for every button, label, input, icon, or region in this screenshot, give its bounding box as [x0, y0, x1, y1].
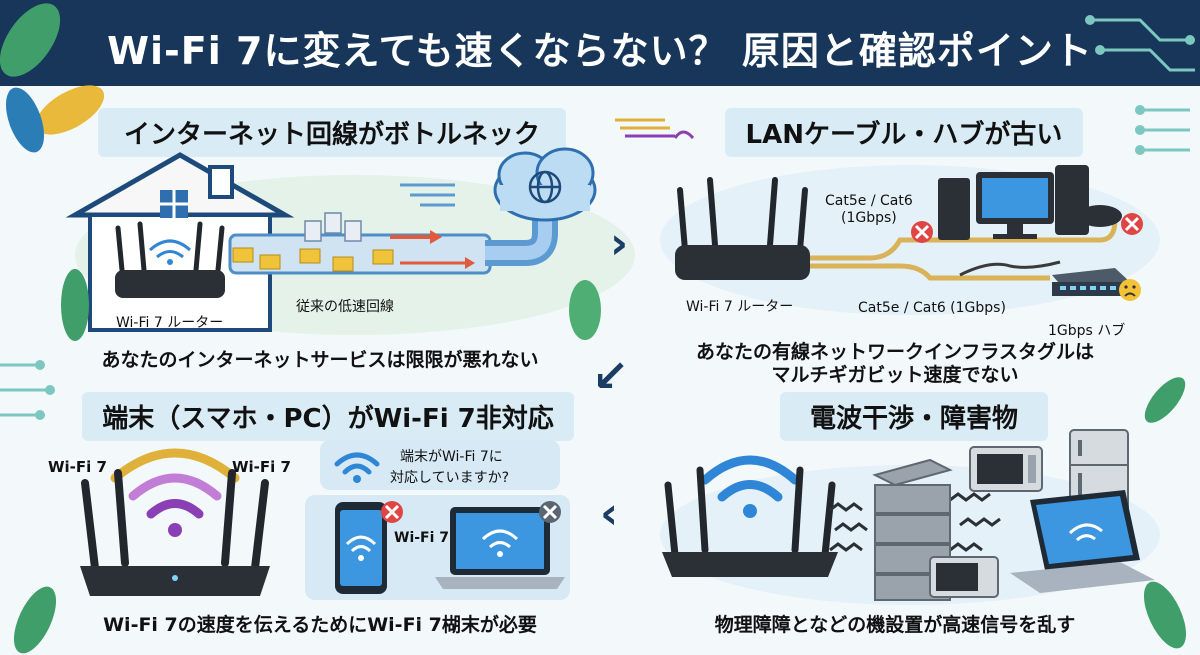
question-line1: 端末がWi-Fi 7に [400, 449, 503, 465]
wifi7-router-icon [115, 221, 225, 298]
monitor-icon [976, 172, 1054, 239]
interference-illustration [660, 429, 1160, 605]
error-icon-phone [381, 501, 403, 523]
error-icon-2 [1121, 213, 1143, 235]
panel-title-interference: 電波干渉・障害物 [780, 392, 1048, 441]
caption-bottleneck: あなたのインターネットサービスは限限が悪れない [101, 349, 539, 371]
wifi7-router-large-icon [80, 448, 270, 596]
leaf-decoration-bottom-right [1143, 581, 1187, 649]
device-wifi7-label: Wi-Fi 7 [394, 530, 450, 546]
wifi7-label-left: Wi-Fi 7 [48, 458, 107, 476]
hub-label: 1Gbps ハブ [1048, 323, 1126, 339]
globe-icon [528, 170, 562, 204]
leaf-decoration-bottom-left [13, 586, 57, 654]
speed-swoosh-icon [615, 118, 695, 140]
flow-arrow-left: ‹ [600, 488, 619, 539]
wifi7-label-right: Wi-Fi 7 [232, 458, 291, 476]
network-hub-icon [1052, 268, 1130, 296]
cable-spec-label-2: Cat5e / Cat6 (1Gbps) [858, 300, 1006, 316]
laptop-icon [435, 507, 565, 589]
microwave-small-icon [929, 556, 999, 598]
page-title: Wi-Fi 7に変えても速くならない？ 原因と確認ポイント [107, 29, 1093, 73]
router-label-house: Wi-Fi 7 ルーター [116, 315, 224, 331]
wired-network-illustration [660, 165, 1160, 315]
question-line2: 対応していますか? [390, 470, 510, 486]
caption-lan-line2: マルチギガビット速度でない [771, 364, 1019, 386]
microwave-icon [969, 446, 1043, 492]
panel-title-bottleneck: インターネット回線がボトルネック [98, 108, 566, 157]
leaf-decoration-right-middle [1144, 377, 1186, 423]
wifi-signal-icon [148, 239, 192, 259]
legacy-line-label: 従来の低速回線 [296, 299, 394, 315]
smartphone-icon [335, 502, 387, 594]
circuit-decoration-top-right [1085, 15, 1195, 72]
flow-arrow-right: › [610, 218, 629, 269]
sad-face-icon [1119, 279, 1141, 301]
panel-title-device-support: 端末（スマホ・PC）がWi-Fi 7非対応 [82, 392, 574, 441]
window-icon [160, 190, 188, 218]
caption-lan-line1: あなたの有線ネットワークインフラスタグルは [695, 341, 1095, 363]
error-icon-1 [911, 221, 933, 243]
wifi-icon-bubble [334, 452, 380, 483]
disconnected-icon-laptop [539, 501, 561, 523]
router-label-lan: Wi-Fi 7 ルーター [686, 299, 794, 315]
laptop-icon-interference [1010, 490, 1155, 593]
wifi7-signal-icon [110, 448, 240, 519]
caption-device-support: Wi-Fi 7の速度を伝えるためにWi-Fi 7楜末が必要 [103, 614, 537, 636]
question-bubble: 端末がWi-Fi 7に 対応していますか? [320, 440, 560, 490]
caption-interference: 物理障障となどの機設置が高速信号を乱す [714, 614, 1076, 636]
panel-title-lan-cable: LANケーブル・ハブが古い [725, 108, 1083, 157]
game-console-icon [1055, 165, 1122, 235]
wifi-signal-icon [700, 455, 800, 502]
cable-spec-label-1: Cat5e / Cat6 (1Gbps) [825, 193, 913, 226]
circuit-decoration-right [1135, 105, 1190, 155]
header-bar: Wi-Fi 7に変えても速くならない？ 原因と確認ポイント [0, 0, 1200, 86]
leaf-decoration-top-left [0, 3, 105, 153]
cloud-icon [493, 147, 597, 222]
circuit-decoration-left [0, 360, 55, 420]
house-network-illustration [61, 147, 635, 341]
flow-arrow-down-left: ↙ [592, 351, 629, 402]
